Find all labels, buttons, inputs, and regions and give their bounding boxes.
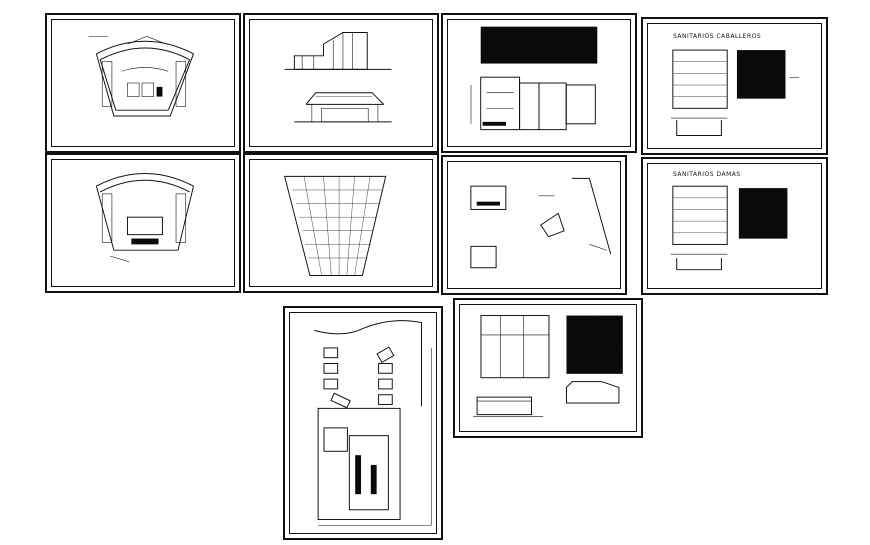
curved-floor-plan-2 [95,173,194,263]
sheet-border [447,161,621,289]
site-details [470,177,612,269]
sheet-border [289,312,437,534]
sheet-border [447,19,631,147]
sheet-border [51,159,235,287]
sheet-border [459,304,637,432]
curved-floor-plan [88,36,194,117]
drawing-sheet-roof-grid[interactable] [243,153,439,293]
drawing-sheet-plan-curved[interactable] [45,13,241,153]
drawing-sheet-details-elevations[interactable] [453,298,643,438]
sheet-border [647,163,822,289]
sheet-border [51,19,235,147]
drawing-sheet-site-plan[interactable] [283,306,443,540]
plan-and-elevation-details [473,315,623,417]
sheet-border [647,23,822,149]
sheet-border [249,19,433,147]
drawing-sheet-elevations[interactable] [243,13,439,153]
roof-structure-grid [284,175,387,276]
sheet-title: SANITARIOS CABALLEROS [673,33,762,40]
drawing-sheet-sanitarios-caballeros[interactable]: SANITARIOS CABALLEROS [641,17,828,155]
building-elevations [284,32,392,123]
rooms-plan-and-roof [470,26,598,131]
drawing-sheet-plan-curved-2[interactable] [45,153,241,293]
restroom-plan-women [670,185,788,271]
sheet-border [249,159,433,287]
sheet-title: SANITARIOS DAMAS [673,171,741,178]
restroom-plan-men [670,49,800,137]
drawing-sheet-details[interactable] [441,155,627,295]
site-plan-parking [314,320,432,526]
drawing-sheet-plan-rooms[interactable] [441,13,637,153]
drawing-sheet-sanitarios-damas[interactable]: SANITARIOS DAMAS [641,157,828,295]
